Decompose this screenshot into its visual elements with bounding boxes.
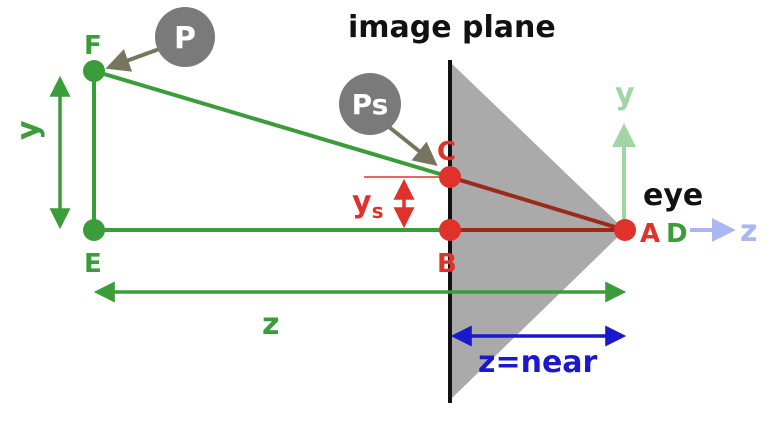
point-A (614, 219, 636, 241)
point-C (439, 166, 461, 188)
line-C-A (449, 175, 626, 232)
eye-label: eye (643, 178, 703, 213)
p-badge (155, 7, 215, 67)
p-pointer-arrow (105, 46, 163, 72)
ps-badge (339, 73, 401, 135)
line-F-C (93, 69, 451, 179)
point-F-label: F (84, 31, 102, 61)
point-E (83, 219, 105, 241)
p-badge-label: P (174, 21, 196, 56)
y-dimension-label: y (11, 120, 46, 140)
point-F (83, 60, 105, 82)
z-dimension-label: z (262, 307, 279, 342)
point-E-label: E (84, 249, 102, 279)
ys-subscript: s (372, 199, 384, 223)
ys-main: y (352, 185, 372, 220)
point-C-label: C (437, 137, 456, 167)
ps-pointer-arrow (387, 125, 438, 166)
eye-z-axis-label: z (740, 214, 757, 249)
point-B (439, 219, 461, 241)
image-plane-title: image plane (348, 10, 556, 45)
eye-y-axis-label: y (615, 77, 635, 112)
ps-badge-label: Ps (352, 88, 389, 121)
z-near-label: z=near (478, 345, 598, 380)
point-D-label: D (666, 219, 688, 249)
ys-dimension-label: ys (352, 185, 383, 223)
point-A-label: A (640, 219, 660, 249)
point-B-label: B (437, 249, 457, 279)
